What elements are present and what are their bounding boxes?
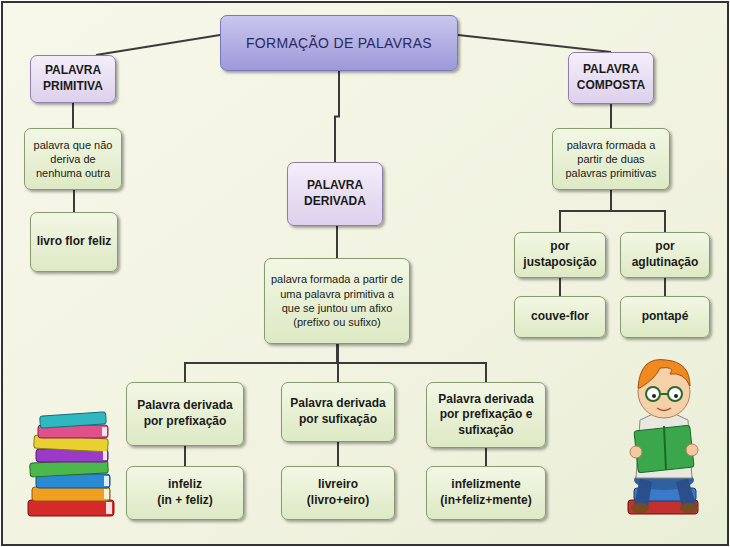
- node-text: livreiro: [318, 477, 358, 493]
- connector-line: [73, 190, 75, 212]
- concept-box: palavra formada a partir de duas palavra…: [552, 128, 670, 190]
- connector-line: [664, 278, 666, 296]
- concept-box: couve-flor: [514, 296, 606, 338]
- concept-box: pontapé: [620, 296, 710, 338]
- connector-line: [458, 35, 611, 52]
- connector-line: [560, 190, 611, 232]
- node-text: PALAVRA PRIMITIVA: [36, 63, 110, 94]
- node-text: (in+feliz+mente): [440, 493, 531, 509]
- books-illustration: [28, 412, 114, 516]
- node-text: pontapé: [642, 309, 689, 325]
- connector-line: [336, 226, 338, 258]
- node-text: palavra que não deriva de nenhuma outra: [30, 138, 116, 181]
- node-text: PALAVRA COMPOSTA: [574, 62, 648, 93]
- node-text: Palavra derivada por prefixação: [132, 398, 238, 429]
- category-box: PALAVRA DERIVADA: [287, 162, 383, 226]
- node-text: (in + feliz): [157, 493, 213, 509]
- node-text: palavra formada a partir de uma palavra …: [270, 272, 404, 329]
- concept-box: Palavra derivada por prefixação e sufixa…: [426, 382, 546, 448]
- connector-line: [96, 35, 220, 55]
- concept-box: livro flor feliz: [30, 212, 118, 272]
- concept-box: por aglutinação: [620, 232, 710, 278]
- concept-box: palavra formada a partir de uma palavra …: [264, 258, 410, 344]
- node-text: PALAVRA DERIVADA: [293, 178, 377, 209]
- node-text: livro flor feliz: [37, 234, 112, 250]
- node-text: Palavra derivada por prefixação e sufixa…: [432, 392, 540, 439]
- category-box: PALAVRA COMPOSTA: [568, 52, 654, 104]
- concept-box: Palavra derivada por prefixação: [126, 382, 244, 446]
- node-text: por justaposição: [520, 239, 600, 270]
- node-text: palavra formada a partir de duas palavra…: [558, 138, 664, 181]
- concept-box: Palavra derivada por sufixação: [281, 382, 395, 442]
- node-text: couve-flor: [531, 309, 589, 325]
- concept-box: infeliz(in + feliz): [126, 466, 244, 520]
- connector-line: [335, 71, 339, 162]
- connector-line: [184, 446, 186, 466]
- category-box: PALAVRA PRIMITIVA: [30, 55, 116, 103]
- concept-box: livreiro(livro+eiro): [281, 466, 395, 520]
- title-box: FORMAÇÃO DE PALAVRAS: [220, 15, 458, 71]
- concept-box: infelizmente(in+feliz+mente): [426, 466, 546, 520]
- connector-line: [185, 344, 337, 382]
- concept-box: palavra que não deriva de nenhuma outra: [24, 128, 122, 190]
- node-text: infelizmente: [451, 477, 520, 493]
- connector-line: [611, 190, 665, 232]
- node-text: Palavra derivada por sufixação: [287, 396, 389, 427]
- node-text: por aglutinação: [626, 239, 704, 270]
- concept-box: por justaposição: [514, 232, 606, 278]
- connector-line: [337, 344, 486, 382]
- connector-line: [610, 104, 612, 128]
- node-text: FORMAÇÃO DE PALAVRAS: [246, 34, 432, 52]
- connector-line: [337, 442, 339, 466]
- node-text: (livro+eiro): [307, 493, 369, 509]
- node-text: infeliz: [168, 477, 202, 493]
- connector-line: [559, 278, 561, 296]
- boy-reading-illustration: [628, 360, 698, 514]
- connector-line: [485, 448, 487, 466]
- connector-line: [72, 103, 74, 128]
